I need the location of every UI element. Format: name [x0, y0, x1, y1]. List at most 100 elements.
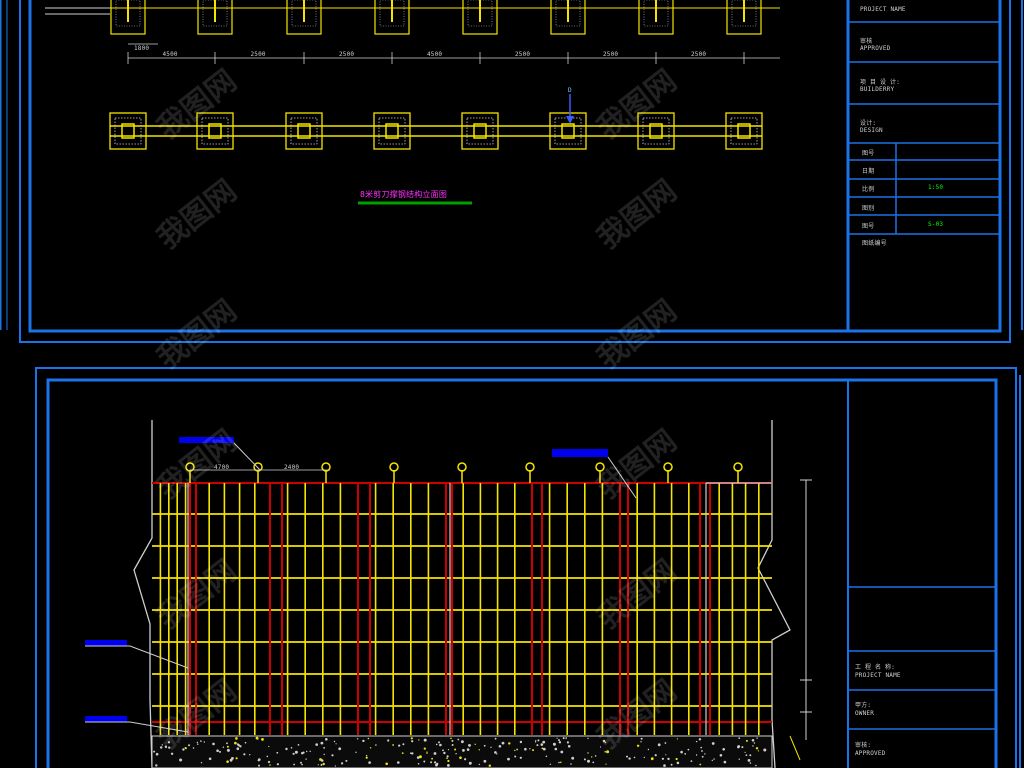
aggregate-dot: [433, 752, 437, 755]
right-wall-outline: [757, 420, 791, 768]
aggregate-dot: [266, 755, 269, 758]
anchor-head: [185, 462, 195, 472]
dimension-label: 4500: [162, 51, 178, 58]
aggregate-dot: [418, 755, 422, 759]
aggregate-dot: [483, 760, 486, 763]
aggregate-dot: [305, 758, 307, 760]
aggregate-dot: [450, 737, 452, 740]
aggregate-dot: [594, 755, 597, 757]
aggregate-dot: [713, 758, 715, 760]
aggregate-dot: [468, 761, 472, 765]
footing-hatch: [730, 117, 758, 145]
aggregate-dot: [498, 745, 502, 748]
aggregate-dot: [239, 745, 242, 748]
aggregate-dot: [438, 741, 440, 744]
aggregate-dot: [755, 764, 757, 767]
aggregate-dot: [160, 746, 163, 749]
tb-row4-label: 设计:: [860, 120, 877, 127]
aggregate-dot: [392, 744, 394, 746]
aggregate-dot: [323, 753, 325, 756]
aggregate-dot: [676, 761, 680, 765]
aggregate-dot: [411, 752, 414, 755]
column-base: [473, 123, 487, 139]
anchor-head: [595, 462, 605, 472]
tb-scale-value: 1:50: [928, 184, 944, 191]
aggregate-dot: [747, 759, 751, 762]
callout-leader-3: [85, 645, 189, 669]
bottom-outer-frame: [35, 367, 1017, 768]
aggregate-dot: [197, 743, 199, 745]
callout-tag-1: [179, 437, 234, 443]
aggregate-dot: [558, 739, 560, 742]
aggregate-dot: [654, 754, 657, 757]
tb-grid-label-5: 图号: [862, 223, 875, 230]
aggregate-dot: [647, 748, 650, 751]
aggregate-dot: [235, 737, 238, 740]
footing-hatch: [290, 117, 318, 145]
aggregate-dot: [368, 761, 371, 764]
aggregate-dot: [566, 741, 570, 744]
tb-grid-label-3: 比例: [862, 186, 875, 193]
aggregate-dot: [565, 737, 567, 739]
aggregate-dot: [661, 757, 665, 760]
aggregate-dot: [552, 742, 556, 746]
aggregate-dot: [667, 757, 670, 761]
footing-elevation: [726, 0, 762, 35]
aggregate-dot: [558, 761, 560, 764]
tb-row2-label: 审核: [860, 38, 873, 45]
footing-plan: [373, 112, 411, 150]
footing-plan: [285, 112, 323, 150]
aggregate-dot: [604, 741, 607, 744]
aggregate-dot: [636, 744, 640, 747]
aggregate-dot: [556, 737, 558, 739]
aggregate-dot: [208, 757, 212, 761]
aggregate-dot: [333, 740, 336, 743]
tb-sheet-no: S-03: [928, 221, 944, 228]
aggregate-dot: [461, 740, 464, 744]
aggregate-dot: [431, 757, 433, 760]
aggregate-dot: [398, 744, 401, 747]
column-base: [385, 123, 399, 139]
aggregate-dot: [532, 749, 534, 752]
btb-approve-value: APPROVED: [855, 750, 886, 757]
aggregate-dot: [741, 746, 744, 749]
aggregate-dot: [755, 747, 759, 750]
aggregate-dot: [587, 759, 590, 763]
aggregate-dot: [545, 755, 548, 758]
footing-hatch: [114, 117, 142, 145]
aggregate-dot: [605, 763, 607, 765]
btb-project-value: PROJECT NAME: [855, 672, 901, 679]
aggregate-dot: [687, 748, 690, 751]
aggregate-dot: [457, 738, 460, 741]
aggregate-dot: [591, 756, 593, 758]
aggregate-dot: [757, 750, 760, 752]
aggregate-dot: [434, 761, 437, 764]
aggregate-dot: [633, 756, 636, 759]
callout-leader-4: [85, 721, 189, 733]
aggregate-dot: [663, 764, 666, 767]
aggregate-dot: [599, 746, 602, 748]
aggregate-dot: [153, 750, 156, 753]
bottom-dim-a: 4700: [214, 464, 230, 471]
aggregate-dot: [235, 757, 238, 760]
aggregate-dot: [698, 738, 702, 741]
dimension-label: 4500: [427, 51, 443, 58]
section-marker-label: D: [568, 87, 572, 94]
aggregate-dot: [752, 745, 754, 747]
aggregate-dot: [763, 748, 767, 752]
aggregate-dot: [423, 760, 426, 763]
aggregate-dot: [345, 759, 348, 762]
footing-elevation: [197, 0, 233, 35]
tb-footer-label: 图纸编号: [862, 240, 887, 247]
column-base: [297, 123, 311, 139]
aggregate-dot: [417, 763, 420, 765]
anchor-head: [389, 462, 399, 472]
aggregate-dot: [294, 750, 298, 754]
aggregate-dot: [454, 748, 457, 751]
aggregate-dot: [416, 756, 420, 759]
aggregate-dot: [212, 742, 215, 746]
aggregate-dot: [488, 764, 491, 767]
footing-plan: [109, 112, 147, 150]
aggregate-dot: [200, 762, 203, 764]
